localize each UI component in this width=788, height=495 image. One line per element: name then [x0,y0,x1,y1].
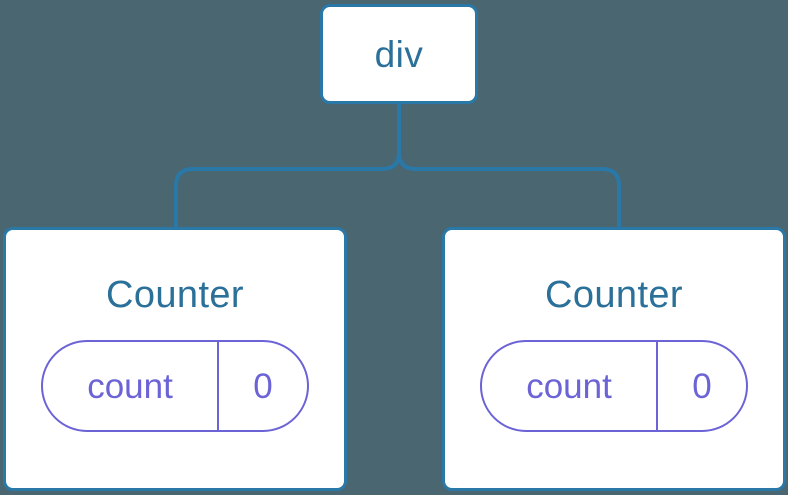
node-counter-left-label: Counter [106,274,244,316]
edge-root-to-right-counter [397,103,621,229]
node-counter-right[interactable]: Counter count 0 [442,227,786,491]
state-key-left: count [87,366,173,406]
state-key-right: count [526,366,612,406]
state-pill-left: count 0 [41,340,309,432]
node-counter-right-label: Counter [545,274,683,316]
node-div-label: div [374,33,424,75]
state-pill-right: count 0 [480,340,748,432]
node-counter-left[interactable]: Counter count 0 [3,227,347,491]
state-value-left: 0 [217,342,307,430]
edge-root-to-left-counter [174,103,401,229]
state-value-right: 0 [656,342,746,430]
node-div[interactable]: div [320,4,478,104]
